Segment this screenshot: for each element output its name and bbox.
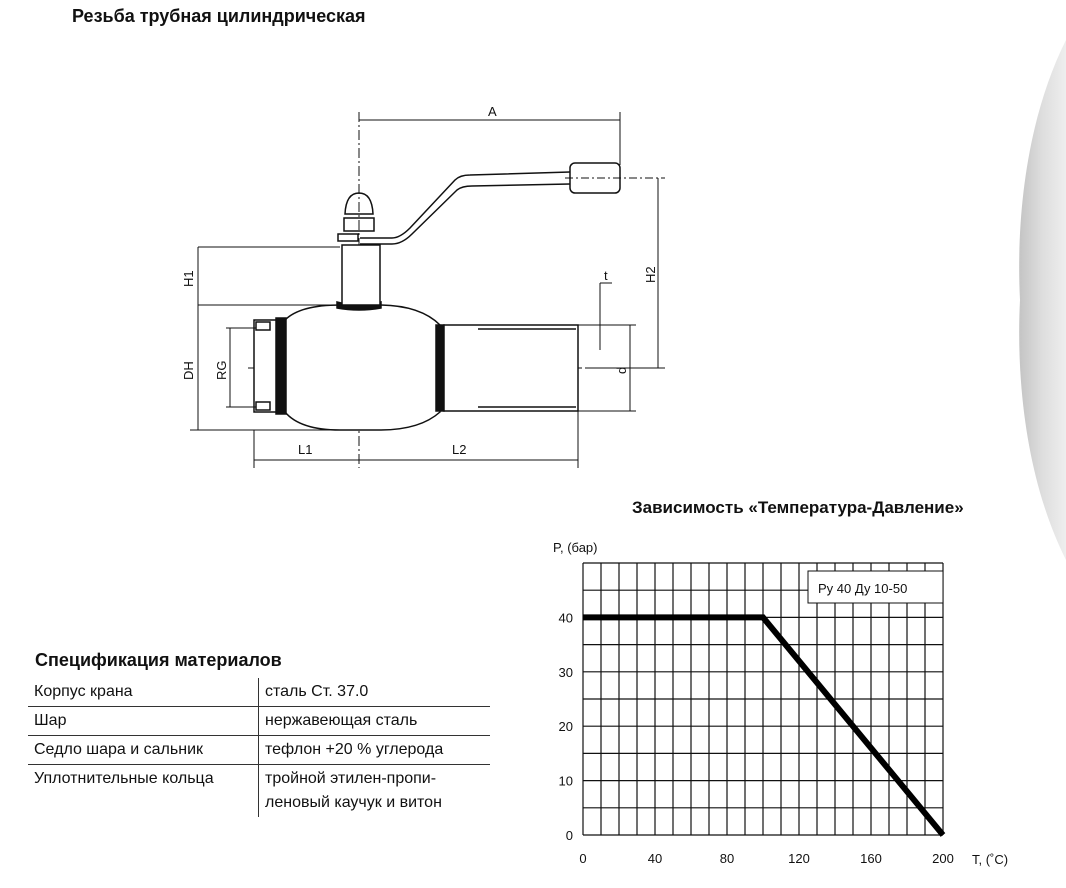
dim-l2: L2 [452, 442, 466, 457]
valve-drawing: A H1 H2 DH RG t d L1 L2 [181, 104, 665, 468]
x-axis-label: T, (˚C) [972, 852, 1008, 867]
y-tick-label: 40 [559, 610, 573, 625]
materials-title: Спецификация материалов [35, 650, 282, 670]
y-tick-label: 10 [559, 774, 573, 789]
material-part: Уплотнительные кольца [28, 764, 259, 817]
y-tick-label: 20 [559, 719, 573, 734]
x-tick-label: 200 [932, 851, 954, 866]
material-value: сталь Ст. 37.0 [258, 678, 490, 707]
material-value: тройной этилен-пропи- леновый каучук и в… [265, 770, 442, 811]
dim-l1: L1 [298, 442, 312, 457]
decorative-sphere [1019, 40, 1066, 560]
dim-a: A [488, 104, 497, 119]
series-line [583, 614, 946, 837]
dim-t: t [604, 268, 608, 283]
thread-type-heading: Резьба трубная цилиндрическая [72, 6, 366, 26]
y-tick-label: 30 [559, 665, 573, 680]
material-part: Шар [28, 706, 259, 736]
dim-rg: RG [214, 361, 229, 381]
y-tick-label: 0 [566, 828, 573, 843]
dim-d: d [614, 367, 629, 374]
dim-h2: H2 [643, 266, 658, 283]
dim-h1: H1 [181, 270, 196, 287]
chart-title: Зависимость «Температура-Давление» [632, 498, 964, 517]
x-tick-label: 80 [720, 851, 734, 866]
legend-box [807, 570, 944, 604]
material-part: Корпус крана [28, 678, 259, 707]
x-tick-label: 0 [579, 851, 586, 866]
x-tick-label: 120 [788, 851, 810, 866]
material-value: тефлон +20 % углерода [258, 735, 490, 765]
material-part: Седло шара и сальник [28, 735, 259, 765]
legend-label: Ру 40 Ду 10-50 [818, 581, 907, 596]
dim-dh: DH [181, 361, 196, 380]
x-tick-label: 40 [648, 851, 662, 866]
y-axis-label: P, (бар) [553, 540, 597, 555]
x-tick-label: 160 [860, 851, 882, 866]
material-value: нержавеющая сталь [258, 706, 490, 736]
